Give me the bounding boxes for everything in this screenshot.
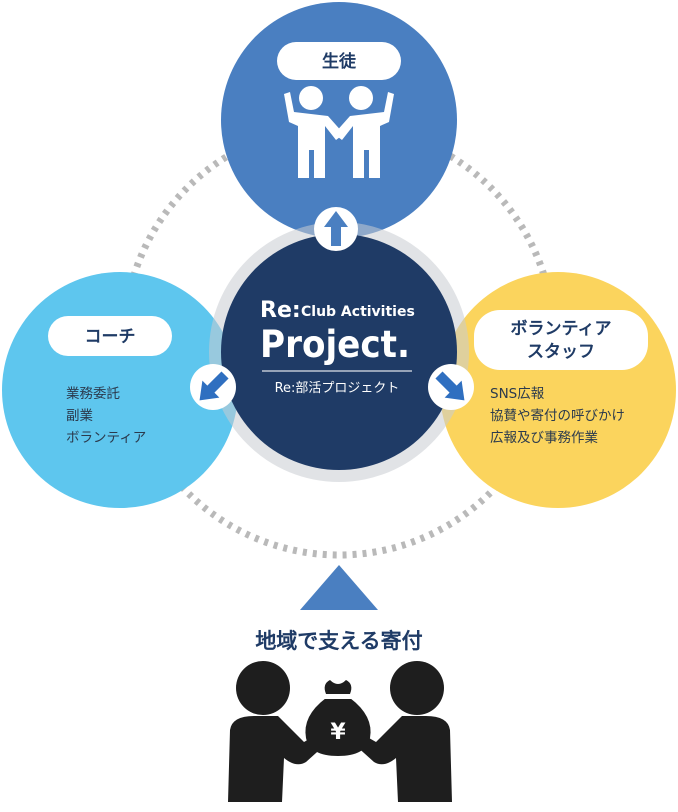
coach-list-item: ボランティア <box>66 430 147 446</box>
two-people-icon <box>228 661 452 802</box>
down-left-arrow-icon <box>199 371 229 401</box>
volunteer-list: SNS広報 協賛や寄付の呼びかけ 広報及び事務作業 <box>490 383 625 449</box>
two-students-icon <box>284 86 394 178</box>
up-arrow-icon <box>324 211 348 246</box>
coach-label-pill <box>48 316 172 356</box>
coach-label: コーチ <box>85 327 136 347</box>
center-project: Project. <box>260 323 410 366</box>
volunteer-list-item: 協賛や寄付の呼びかけ <box>490 408 625 424</box>
volunteer-list-item: 広報及び事務作業 <box>490 430 598 446</box>
center-circle <box>221 234 457 470</box>
volunteer-label-pill <box>474 310 648 370</box>
volunteer-list-item: SNS広報 <box>490 386 545 402</box>
student-label-pill <box>277 42 401 80</box>
community-label: 地域で支える寄付 <box>255 629 422 653</box>
coach-list-item: 業務委託 <box>66 386 120 402</box>
coach-list-item: 副業 <box>66 408 93 424</box>
currency-symbol: ¥ <box>330 720 346 745</box>
volunteer-label-line2: スタッフ <box>527 342 595 362</box>
center-club-activities: Club Activities <box>301 304 415 320</box>
support-triangle <box>300 565 378 610</box>
center-re: Re: <box>260 298 301 323</box>
volunteer-label-line1: ボランティア <box>511 319 612 339</box>
down-right-arrow-icon <box>435 371 465 401</box>
center-subtitle: Re:部活プロジェクト <box>275 381 400 396</box>
coach-list: 業務委託 副業 ボランティア <box>66 383 146 449</box>
money-bag-icon <box>305 680 371 756</box>
student-label: 生徒 <box>322 51 357 72</box>
